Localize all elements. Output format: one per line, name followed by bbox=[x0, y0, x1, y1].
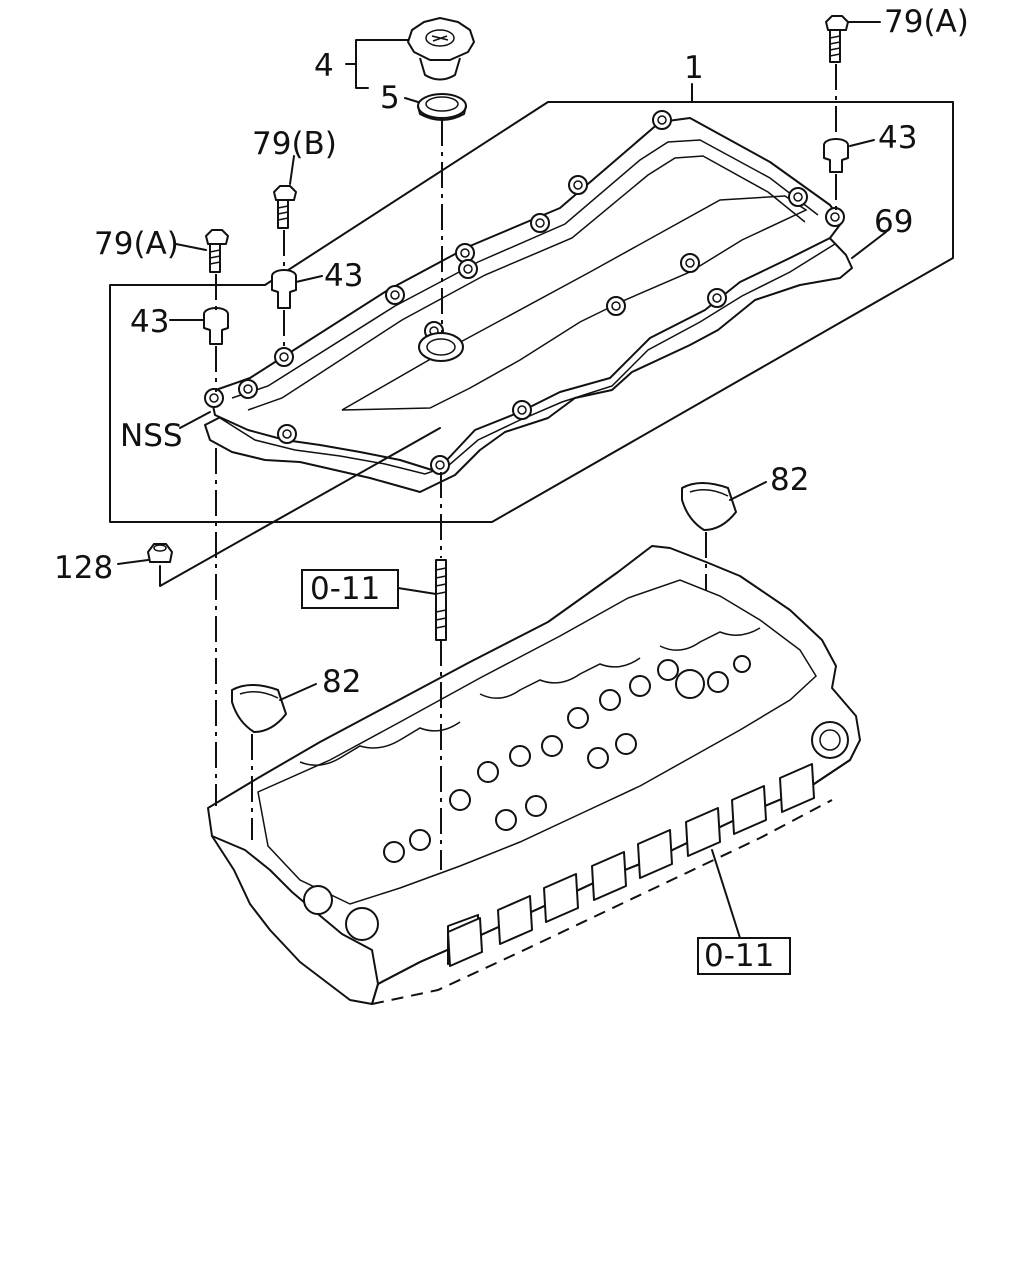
callout-82-left: 82 bbox=[322, 664, 361, 700]
callout-nss: NSS bbox=[120, 418, 183, 454]
nut-128 bbox=[147, 543, 173, 563]
cover-bolt-holes bbox=[204, 110, 845, 475]
ref-box-lower bbox=[697, 937, 791, 975]
bolt-79a-left bbox=[205, 229, 229, 273]
callout-5: 5 bbox=[380, 80, 400, 116]
callout-43-left: 43 bbox=[130, 304, 169, 340]
leader-4 bbox=[345, 39, 409, 89]
head-valve-holes bbox=[303, 655, 849, 941]
collar-43-left bbox=[203, 307, 229, 345]
leader-nss bbox=[179, 411, 211, 429]
oil-filler-neck bbox=[418, 332, 464, 362]
bolt-79a-top bbox=[825, 15, 849, 63]
collar-43-top bbox=[823, 138, 849, 173]
stud-0-11 bbox=[435, 559, 447, 641]
leader-82-left bbox=[279, 683, 317, 701]
callout-43-top: 43 bbox=[878, 120, 917, 156]
callout-82-top: 82 bbox=[770, 462, 809, 498]
head-cover-rib-2 bbox=[247, 155, 806, 411]
cylinder-head bbox=[207, 545, 861, 1005]
leader-43-top bbox=[849, 139, 875, 147]
half-moon-plug-82-left bbox=[231, 684, 287, 733]
leader-82-top bbox=[729, 481, 767, 501]
callout-79a-left: 79(A) bbox=[94, 226, 179, 262]
bolt-79b bbox=[273, 185, 297, 229]
head-cover-lower-flange bbox=[219, 243, 836, 475]
callout-4: 4 bbox=[314, 48, 334, 84]
leader-ref-upper bbox=[397, 587, 437, 595]
head-front-ports bbox=[447, 763, 815, 967]
callout-ref-lower: 0-11 bbox=[704, 938, 774, 974]
head-cover-body bbox=[209, 117, 843, 471]
callout-ref-upper: 0-11 bbox=[310, 571, 380, 607]
o-ring-5 bbox=[417, 93, 467, 121]
callout-43-mid: 43 bbox=[324, 258, 363, 294]
collar-43-mid bbox=[271, 269, 297, 309]
head-cover-rib-1 bbox=[231, 139, 819, 399]
callout-128: 128 bbox=[54, 550, 113, 586]
callout-79b: 79(B) bbox=[252, 126, 337, 162]
leader-43-mid bbox=[295, 275, 323, 283]
leader-128 bbox=[117, 559, 149, 565]
leader-5 bbox=[404, 97, 419, 103]
leader-128-bracket bbox=[159, 427, 441, 587]
callout-79a-top: 79(A) bbox=[884, 4, 969, 40]
head-cover-center-ridge bbox=[341, 195, 808, 411]
leader-79a-left bbox=[175, 243, 207, 251]
half-moon-plug-82-top bbox=[681, 482, 737, 531]
leader-69 bbox=[851, 231, 887, 259]
callout-1: 1 bbox=[684, 50, 704, 86]
oil-filler-cap-4 bbox=[407, 17, 475, 81]
ref-box-upper bbox=[301, 569, 399, 609]
assembly-frame-1 bbox=[109, 101, 954, 523]
leader-ref-lower bbox=[711, 849, 741, 939]
callout-69: 69 bbox=[874, 204, 913, 240]
leader-79b bbox=[289, 155, 295, 185]
